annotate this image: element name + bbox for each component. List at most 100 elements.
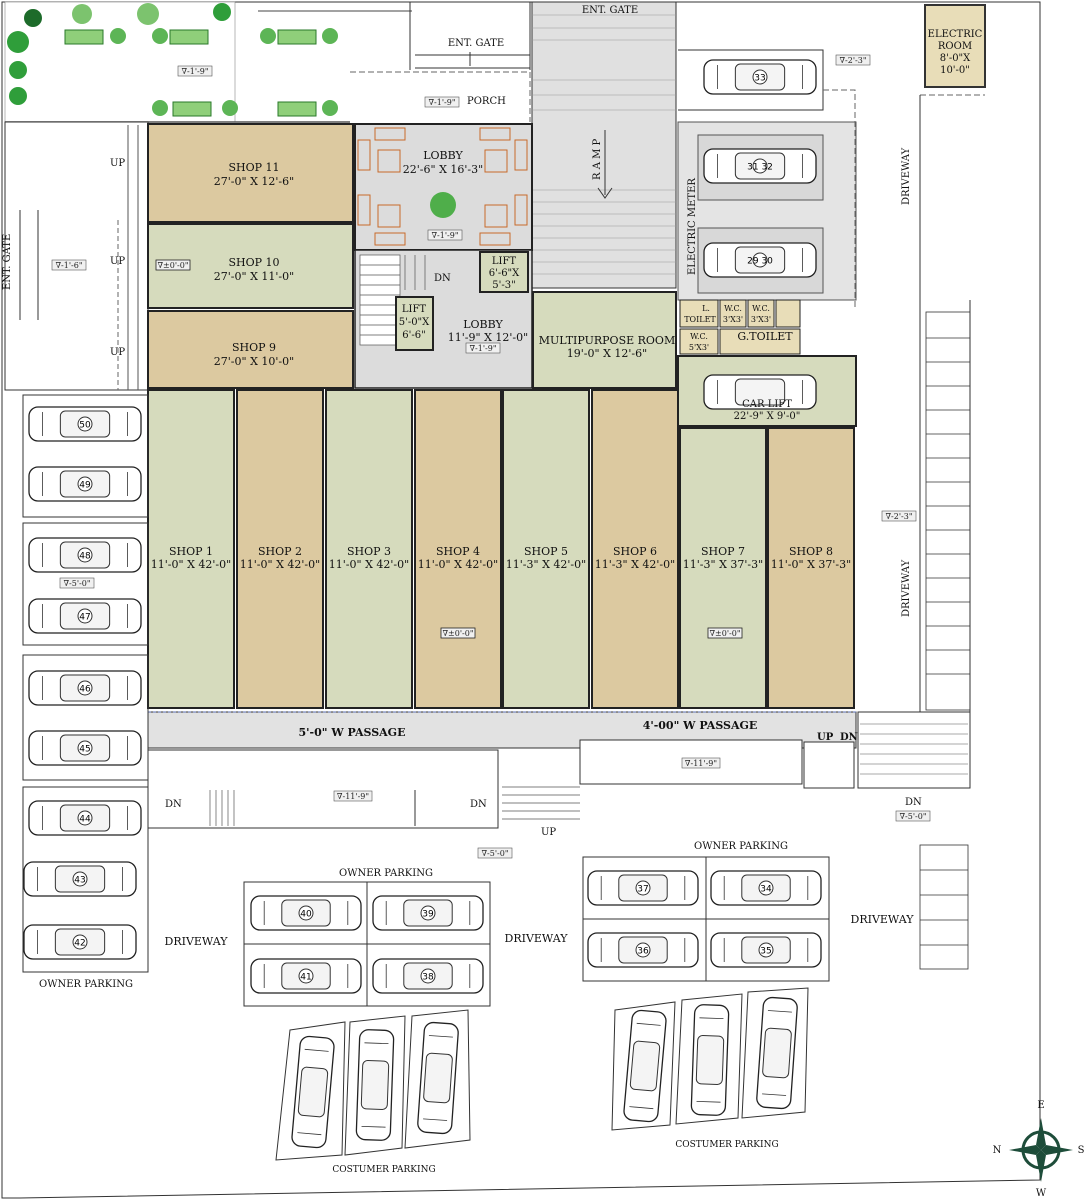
ent-gate-left-label: ENT. GATE <box>2 234 13 290</box>
level-tag: ∇-1'-6" <box>51 259 87 271</box>
car-number: 46 <box>79 685 91 695</box>
car-icon <box>291 1035 335 1149</box>
car-number: 50 <box>79 421 91 431</box>
level-tag: ∇-11'-9" <box>333 790 373 802</box>
car-number: 38 <box>422 973 434 983</box>
shop-10-size: 27'-0" X 11'-0" <box>214 270 294 283</box>
shop-5-name: SHOP 5 <box>524 545 568 558</box>
wc-b-line2: 3'X3' <box>751 315 771 324</box>
ent-gate-porch-label: ENT. GATE <box>448 38 504 49</box>
stair-up-2: UP <box>110 256 125 267</box>
multipurpose-name: MULTIPURPOSE ROOM <box>539 334 675 347</box>
stair-up-1: UP <box>110 158 125 169</box>
car-lift-size: 22'-9" X 9'-0" <box>734 411 801 422</box>
car-icon: 42 <box>23 924 137 960</box>
wc-b-line1: W.C. <box>752 304 770 313</box>
lobby-small-size: 11'-9" X 12'-0" <box>448 331 528 344</box>
lift-a-size2: 5'-3" <box>492 280 515 291</box>
level-lobby-small: ∇-1'-9" <box>469 344 496 353</box>
car-number: 48 <box>79 552 91 562</box>
car-icon: 46 <box>28 670 142 706</box>
level-shop10: ∇±0'-0" <box>157 261 188 270</box>
shop-10-name: SHOP 10 <box>228 256 279 269</box>
owner-parking-grids <box>243 856 830 1007</box>
left-parking-bays <box>22 394 149 973</box>
lift-b-size1: 5'-0"X <box>399 317 430 328</box>
level-tag: ∇-11'-9" <box>681 757 721 769</box>
shop-6-size: 11'-3" X 42'-0" <box>595 558 675 571</box>
shop-7-size: 11'-3" X 37'-3" <box>683 558 763 571</box>
shop-8-size: 11'-0" X 37'-3" <box>771 558 851 571</box>
entry-zone <box>350 2 531 122</box>
shop-9-size: 27'-0" X 10'-0" <box>214 355 294 368</box>
car-icon: 41 <box>250 958 362 994</box>
car-icon: 48 <box>28 537 142 573</box>
stair-dn-basement-left: DN <box>165 799 182 810</box>
level-tag: ∇±0'-0" <box>155 259 191 271</box>
lobby-area <box>354 123 533 389</box>
wc-c-line1: W.C. <box>690 332 708 341</box>
stair-dn-right: DN <box>840 732 858 743</box>
car-icon <box>355 1029 395 1141</box>
level-tags: ∇-1'-9" ∇-1'-9" ∇-1'-9" ∇-1'-9" ∇-2'-3" … <box>51 54 931 859</box>
car-number: 39 <box>422 910 434 920</box>
car-number: 36 <box>637 947 649 957</box>
garden-area <box>4 1 412 123</box>
driveway-bottom-mid: DRIVEWAY <box>505 932 569 945</box>
electric-room-line4: 10'-0" <box>940 65 970 76</box>
l-toilet-line1: L. <box>702 304 710 313</box>
level-left-parking: ∇-5'-0" <box>63 579 90 588</box>
electric-room-line2: ROOM <box>938 41 972 52</box>
electric-room-line3: 8'-0"X <box>940 53 971 64</box>
shop-1-size: 11'-0" X 42'-0" <box>151 558 231 571</box>
customer-parking-bays <box>275 987 809 1161</box>
car-icon: 29 30 <box>703 242 817 278</box>
car-number: 47 <box>79 613 90 623</box>
car-icon: 33 <box>703 59 817 95</box>
level-tag: ∇-1'-9" <box>465 342 501 354</box>
porch-label: PORCH <box>467 96 506 107</box>
car-number: 35 <box>760 947 771 957</box>
shop-11-name: SHOP 11 <box>228 161 279 174</box>
level-driveway-right: ∇-2'-3" <box>885 512 912 521</box>
ent-gate-ramp-label: ENT. GATE <box>582 5 638 16</box>
car-icon: 39 <box>372 895 484 931</box>
level-basement-right: ∇-11'-9" <box>685 759 717 768</box>
bike-bays <box>919 311 971 970</box>
car-lift-name: CAR LIFT <box>742 399 792 410</box>
left-strip <box>4 121 149 391</box>
car-number: 42 <box>74 939 85 949</box>
car-icon: 50 <box>28 406 142 442</box>
level-tag: ∇-1'-9" <box>177 65 213 77</box>
car-icon: 47 <box>28 598 142 634</box>
level-tag: ∇-5'-0" <box>477 847 513 859</box>
car-icon: 36 <box>587 932 699 968</box>
car-icon: 31 32 <box>703 148 817 184</box>
car-icon: 44 <box>28 800 142 836</box>
level-tag: ∇-1'-9" <box>424 96 460 108</box>
stair-up-right: UP <box>817 732 834 743</box>
electric-meter-label: ELECTRIC METER <box>687 178 698 275</box>
lift-b-size2: 6'-6" <box>402 330 425 341</box>
level-tag: ∇-5'-0" <box>895 810 931 822</box>
car-icon: 37 <box>587 870 699 906</box>
passage-right-label: 4'-00" W PASSAGE <box>643 719 758 732</box>
car-icon <box>756 996 798 1110</box>
multipurpose-size: 19'-0" X 12'-6" <box>567 347 647 360</box>
shop-3-size: 11'-0" X 42'-0" <box>329 558 409 571</box>
car-number: 44 <box>79 815 91 825</box>
driveway-right-top: DRIVEWAY <box>901 147 912 205</box>
car-number: 34 <box>760 885 772 895</box>
car-icon: 35 <box>710 932 822 968</box>
compass-w: W <box>1036 1188 1047 1199</box>
shop-row <box>147 389 855 709</box>
car-icon: 43 <box>23 861 137 897</box>
level-tag: ∇-1'-9" <box>427 229 463 241</box>
car-icon <box>703 374 817 410</box>
level-top-right: ∇-2'-3" <box>839 56 866 65</box>
car-number: 41 <box>300 973 311 983</box>
lobby-main-size: 22'-6" X 16'-3" <box>403 163 483 176</box>
shop-4-size: 11'-0" X 42'-0" <box>418 558 498 571</box>
level-lobby: ∇-1'-9" <box>431 231 458 240</box>
